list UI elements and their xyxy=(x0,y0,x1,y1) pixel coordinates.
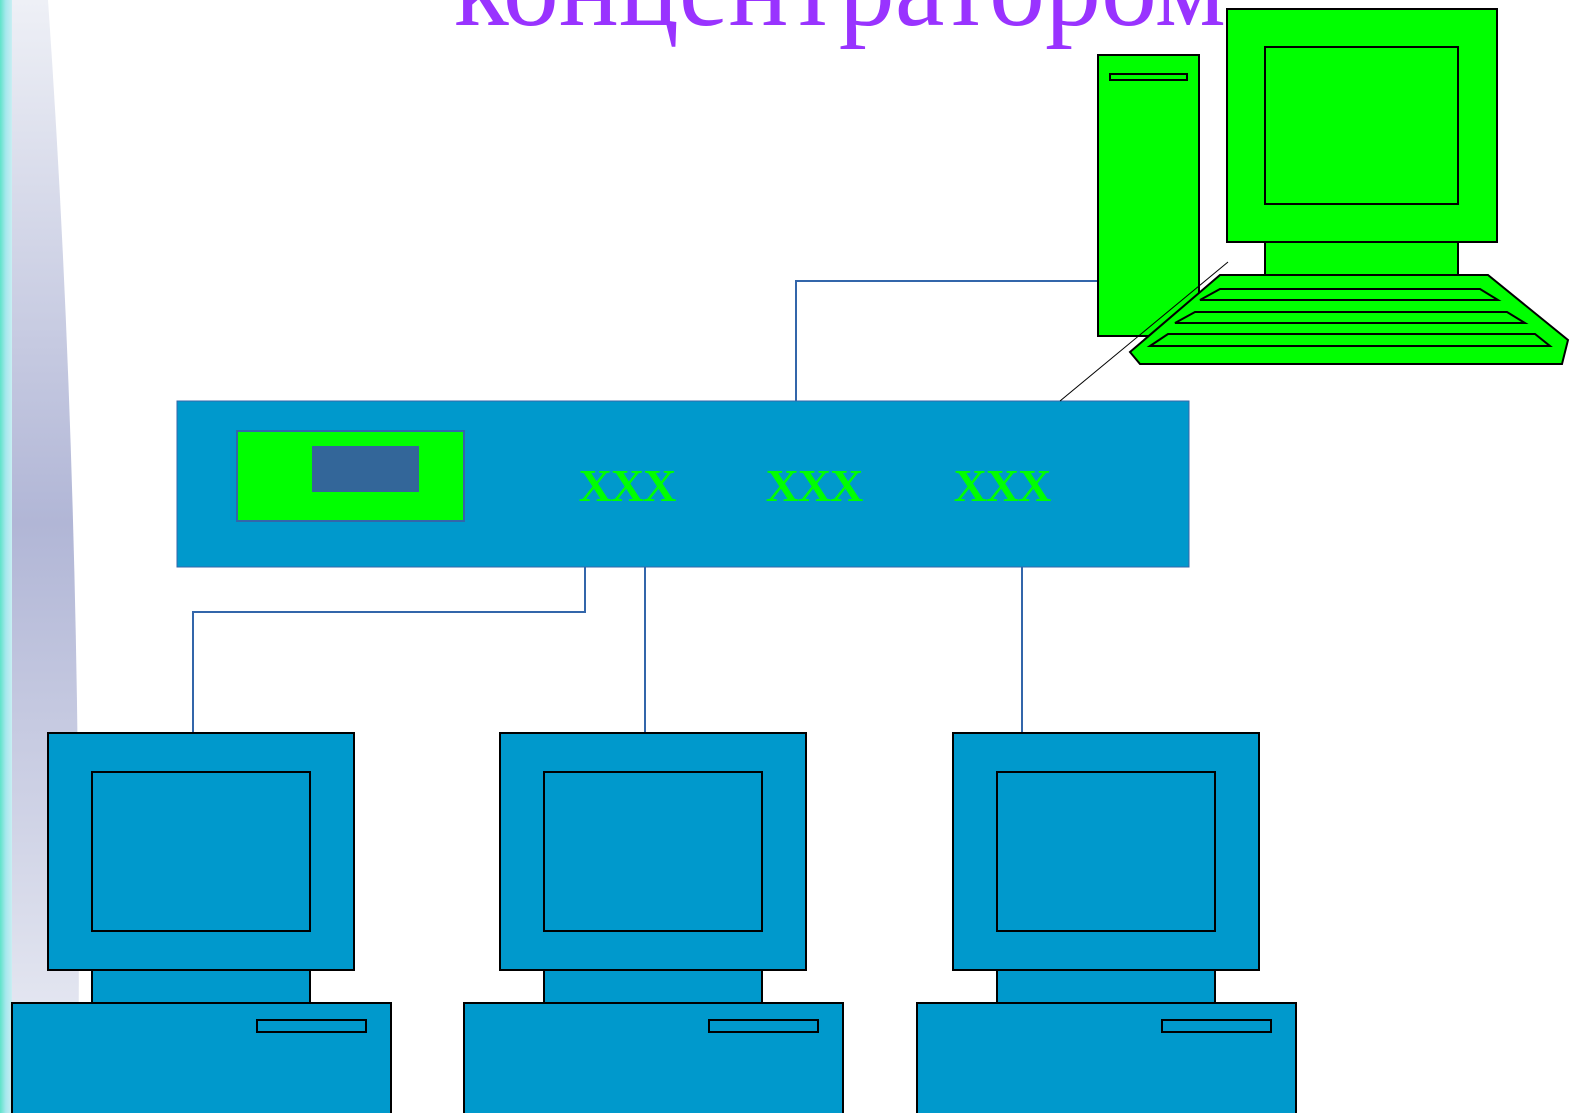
hub-port-label-3: XXX xyxy=(953,460,1052,511)
server-monitor-screen xyxy=(1264,46,1459,205)
client-2-stand xyxy=(543,969,763,1004)
slide-title: концентратором xyxy=(430,0,1250,48)
hub-port-label-2: XXX xyxy=(765,460,864,511)
hub-device xyxy=(176,400,1190,568)
client-1-drive-slot xyxy=(256,1019,367,1033)
left-accent-strip xyxy=(0,0,12,1113)
client-1-stand xyxy=(91,969,311,1004)
client-computer-1-icon xyxy=(11,732,392,1113)
client-computer-2-icon xyxy=(463,732,844,1113)
keyboard-key-row-3 xyxy=(1146,333,1553,347)
hub-display-screen xyxy=(312,446,419,492)
server-tower xyxy=(1097,54,1200,337)
client-3-drive-slot xyxy=(1161,1019,1272,1033)
keyboard-key-row-1 xyxy=(1199,288,1502,301)
client-3-stand xyxy=(996,969,1216,1004)
client-2-screen xyxy=(543,771,763,932)
client-1-screen xyxy=(91,771,311,932)
client-3-screen xyxy=(996,771,1216,932)
server-computer-icon xyxy=(1059,8,1570,402)
keyboard-key-row-2 xyxy=(1174,311,1529,324)
server-tower-slot xyxy=(1109,73,1188,81)
client-2-drive-slot xyxy=(708,1019,819,1033)
keyboard-cable xyxy=(1059,261,1229,402)
hub-port-label-1: XXX xyxy=(578,460,677,511)
client-computer-3-icon xyxy=(916,732,1297,1113)
